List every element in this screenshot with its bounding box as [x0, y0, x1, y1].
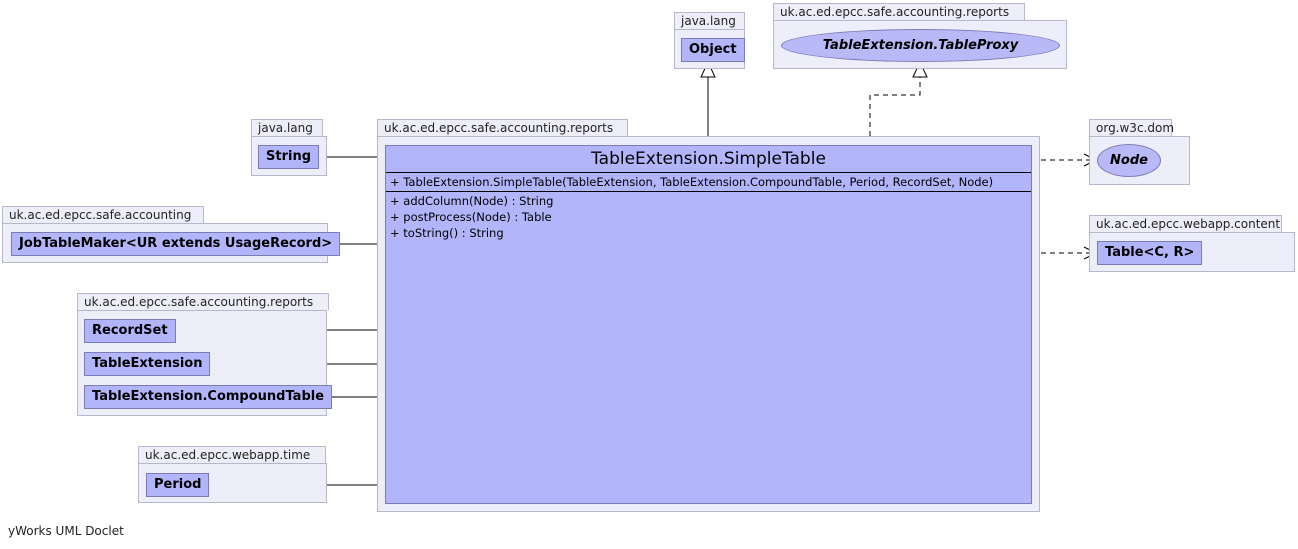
method-section: + addColumn(Node) : String + postProcess… — [386, 192, 1031, 241]
method-postprocess: + postProcess(Node) : Table — [390, 210, 552, 224]
package-tab-reports: uk.ac.ed.epcc.safe.accounting.reports — [77, 293, 329, 310]
extends-arrowhead — [700, 60, 716, 78]
package-tab-w3c-dom: org.w3c.dom — [1089, 119, 1174, 136]
class-period[interactable]: Period — [146, 473, 210, 497]
package-tab-java-lang-string: java.lang — [251, 119, 323, 136]
package-tab-webapp-time: uk.ac.ed.epcc.webapp.time — [138, 446, 326, 463]
implements-arrowhead — [912, 60, 928, 78]
main-class-box[interactable]: TableExtension.SimpleTable + TableExtens… — [385, 145, 1032, 504]
package-tab-java-lang-object: java.lang — [674, 12, 745, 29]
implements-edge — [869, 77, 921, 145]
interface-tableproxy[interactable]: TableExtension.TableProxy — [781, 29, 1060, 62]
package-tab-tableproxy: uk.ac.ed.epcc.safe.accounting.reports — [773, 3, 1025, 20]
main-class-title: TableExtension.SimpleTable — [386, 146, 1031, 173]
package-tab-webapp-content: uk.ac.ed.epcc.webapp.content — [1089, 215, 1282, 232]
footer-credit: yWorks UML Doclet — [8, 524, 124, 538]
constructor: + TableExtension.SimpleTable(TableExtens… — [390, 175, 994, 189]
class-tableextension[interactable]: TableExtension — [84, 352, 211, 376]
class-string[interactable]: String — [258, 145, 320, 169]
method-addcolumn: + addColumn(Node) : String — [390, 194, 554, 208]
method-tostring: + toString() : String — [390, 226, 504, 240]
class-recordset[interactable]: RecordSet — [84, 319, 176, 343]
interface-node[interactable]: Node — [1097, 144, 1161, 177]
class-compoundtable[interactable]: TableExtension.CompoundTable — [84, 385, 333, 409]
package-tab-accounting: uk.ac.ed.epcc.safe.accounting — [2, 206, 204, 223]
class-object[interactable]: Object — [681, 38, 745, 62]
class-jobtablemaker[interactable]: JobTableMaker<UR extends UsageRecord> — [11, 232, 341, 256]
package-tab-main: uk.ac.ed.epcc.safe.accounting.reports — [377, 119, 628, 136]
class-table[interactable]: Table<C, R> — [1097, 241, 1203, 265]
constructor-section: + TableExtension.SimpleTable(TableExtens… — [386, 173, 1031, 192]
